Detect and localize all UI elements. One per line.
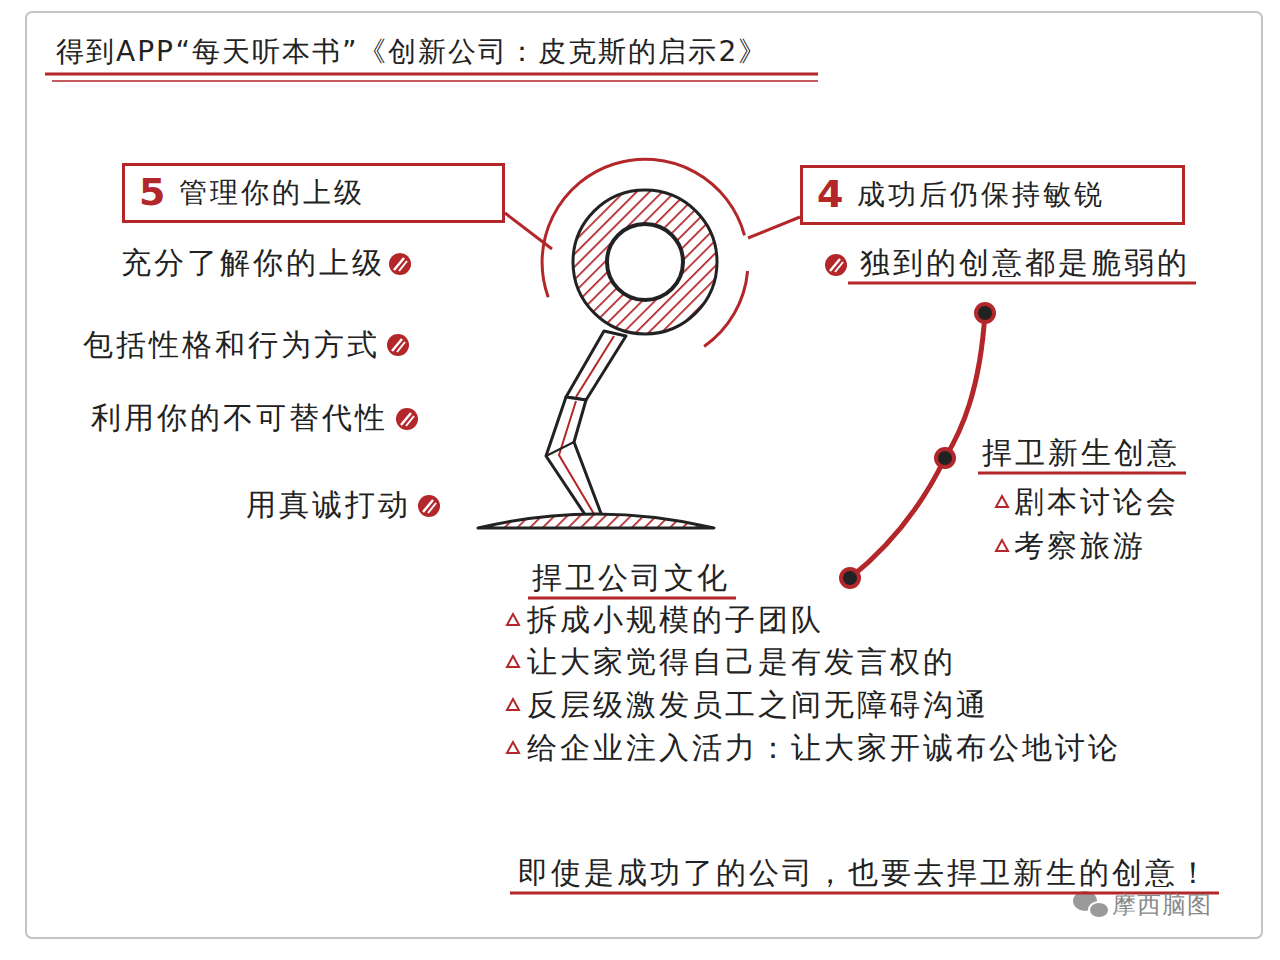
underline bbox=[978, 472, 1186, 475]
triangle-bullet bbox=[507, 496, 1008, 753]
lamp-base bbox=[478, 514, 714, 528]
watermark: 摩西脑图 bbox=[1112, 891, 1212, 920]
frame bbox=[26, 12, 1262, 938]
caption-text: 即使是成功了的公司，也要去捍卫新生的创意！ bbox=[518, 855, 1211, 891]
lamp-bulb bbox=[607, 224, 683, 300]
list-item: 反层级激发员工之间无障碍沟通 bbox=[527, 687, 989, 723]
lamp-arm bbox=[576, 336, 614, 397]
section-heading: 捍卫公司文化 bbox=[532, 560, 730, 596]
list-item: 用真诚打动 bbox=[246, 487, 411, 523]
lamp-head bbox=[573, 190, 717, 334]
section-heading: 捍卫新生创意 bbox=[982, 435, 1180, 471]
wechat-icon bbox=[1073, 891, 1109, 918]
list-item: 充分了解你的上级 bbox=[121, 245, 385, 281]
list-item: 让大家觉得自己是有发言权的 bbox=[527, 644, 956, 680]
lamp-arm bbox=[559, 401, 594, 514]
timeline-dot bbox=[839, 302, 996, 589]
list-item: 拆成小规模的子团队 bbox=[527, 602, 824, 638]
section-number: 4 bbox=[817, 172, 843, 218]
underline bbox=[848, 282, 1196, 285]
section-box: 4 成功后仍保持敏锐 bbox=[800, 165, 1185, 225]
lamp-arm bbox=[546, 397, 602, 516]
bullet bbox=[387, 253, 847, 517]
section-title: 管理你的上级 bbox=[179, 176, 365, 210]
lamp-arm bbox=[566, 331, 626, 400]
timeline-curve bbox=[850, 313, 985, 578]
title-underline bbox=[52, 80, 818, 82]
list-item: 包括性格和行为方式 bbox=[83, 327, 380, 363]
section-heading: 独到的创意都是脆弱的 bbox=[860, 245, 1190, 281]
title-text: 得到APP“每天听本书”《创新公司：皮克斯的启示2》 bbox=[56, 35, 768, 69]
list-item: 剧本讨论会 bbox=[1014, 484, 1179, 520]
lamp-arm bbox=[546, 442, 574, 456]
section-number: 5 bbox=[139, 170, 165, 216]
list-item: 给企业注入活力：让大家开诚布公地讨论 bbox=[527, 730, 1121, 766]
section-title: 成功后仍保持敏锐 bbox=[857, 178, 1105, 212]
underline bbox=[528, 597, 736, 600]
title-underline bbox=[45, 73, 818, 76]
list-item: 利用你的不可替代性 bbox=[91, 400, 388, 436]
leader-line bbox=[748, 217, 800, 238]
list-item: 考察旅游 bbox=[1014, 528, 1146, 564]
section-box: 5 管理你的上级 bbox=[122, 163, 505, 223]
